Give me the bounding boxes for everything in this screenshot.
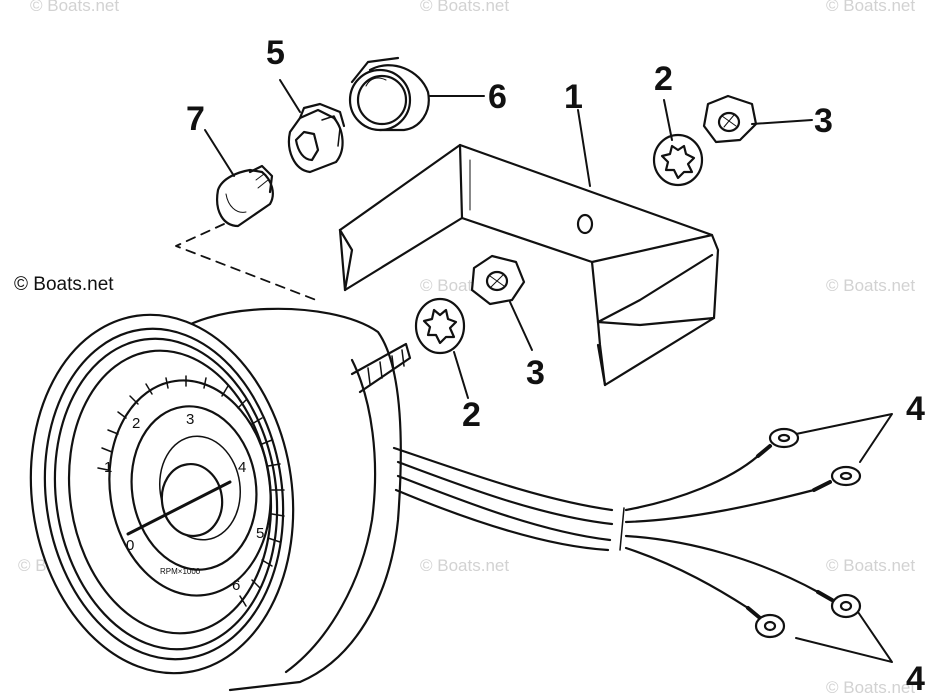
callout-3-top: 3 [814, 102, 833, 140]
dial-number-6: 6 [232, 577, 240, 594]
tachometer [29, 307, 614, 692]
hex-nut-bottom [470, 254, 526, 306]
watermark: © Boats.net [826, 0, 916, 15]
leader-lines [204, 79, 893, 663]
watermark: © Boats.net [30, 0, 120, 15]
dial-numbers: 1 2 3 4 5 6 0 RPM×1000 [104, 411, 264, 594]
callout-4-bottom: 4 [906, 660, 925, 697]
callout-1: 1 [564, 78, 583, 116]
callout-5: 5 [266, 34, 285, 72]
copyright-notice: © Boats.net [14, 274, 114, 295]
callout-2-top: 2 [654, 60, 673, 98]
watermark: © Boats.net [826, 556, 916, 575]
hex-nut-top [702, 94, 758, 144]
dial-number-0: 0 [126, 537, 134, 554]
dial-unit-label: RPM×1000 [160, 567, 201, 576]
dial-number-1: 1 [104, 459, 112, 476]
lens-cap [348, 56, 430, 132]
watermark: © Boats.net [420, 556, 510, 575]
callout-numbers: 1 2 3 3 2 4 4 5 6 7 [186, 34, 925, 697]
dashed-guide-line [175, 223, 317, 301]
callout-2-bottom: 2 [462, 396, 481, 434]
wire-leads [619, 427, 862, 639]
bulb-socket [287, 102, 346, 174]
watermark: © Boats.net [420, 0, 510, 15]
watermark: © Boats.net [826, 678, 916, 697]
dial-number-5: 5 [256, 525, 264, 542]
callout-7: 7 [186, 100, 205, 138]
dial-number-4: 4 [238, 459, 246, 476]
dial-number-2: 2 [132, 415, 140, 432]
watermark: © Boats.net [826, 276, 916, 295]
callout-6: 6 [488, 78, 507, 116]
callout-3-bottom: 3 [526, 354, 545, 392]
lock-washer-top [652, 133, 704, 187]
lock-washer-bottom [414, 297, 466, 355]
light-bulb [216, 164, 274, 228]
mounting-bracket [338, 143, 720, 387]
callout-4-top: 4 [906, 390, 925, 428]
dial-number-3: 3 [186, 411, 194, 428]
